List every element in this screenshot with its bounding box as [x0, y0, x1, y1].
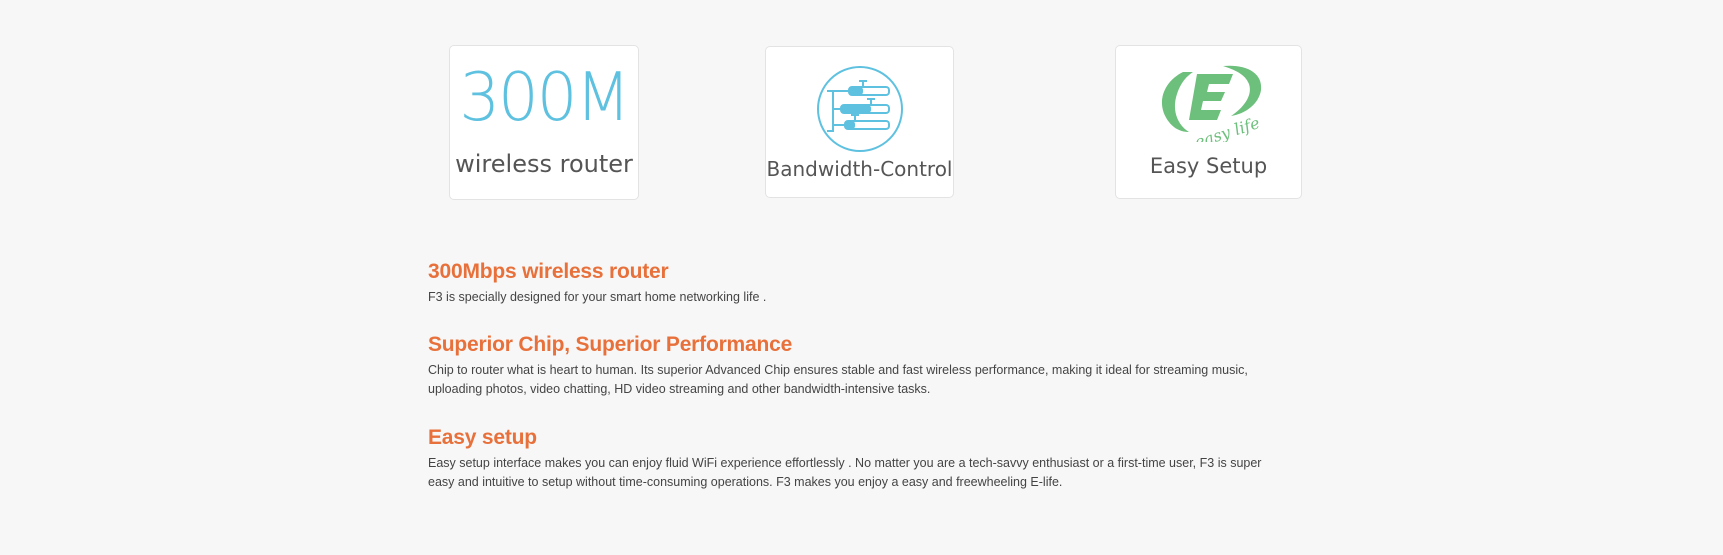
feature-descriptions: 300Mbps wireless router F3 is specially …: [428, 258, 1268, 493]
easy-life-logo-icon: easy life: [1161, 65, 1261, 142]
section-body: Chip to router what is heart to human. I…: [428, 362, 1248, 397]
section-title: Superior Chip, Superior Performance: [428, 332, 793, 356]
bandwidth-control-icon: [816, 66, 903, 152]
feature-card-300m: 300M wireless router: [449, 45, 639, 200]
section-300mbps: 300Mbps wireless router F3 is specially …: [428, 258, 1268, 308]
feature-caption-wireless-router: wireless router: [455, 150, 633, 178]
section-body: Easy setup interface makes you can enjoy…: [428, 455, 1262, 490]
feature-caption-bandwidth-control: Bandwidth-Control: [766, 157, 953, 181]
section-superior-chip: Superior Chip, Superior Performance Chip…: [428, 331, 1268, 400]
section-title: Easy setup: [428, 425, 537, 449]
feature-cards: 300M wireless router: [0, 0, 1723, 210]
feature-caption-easy-setup: Easy Setup: [1149, 154, 1268, 178]
section-body: F3 is specially designed for your smart …: [428, 290, 767, 304]
300m-text-icon: 300M: [459, 59, 630, 137]
feature-card-easy-setup: easy life Easy Setup: [1115, 45, 1302, 199]
feature-card-bandwidth-control: Bandwidth-Control: [765, 46, 954, 198]
section-easy-setup: Easy setup Easy setup interface makes yo…: [428, 424, 1268, 493]
section-title: 300Mbps wireless router: [428, 260, 669, 283]
